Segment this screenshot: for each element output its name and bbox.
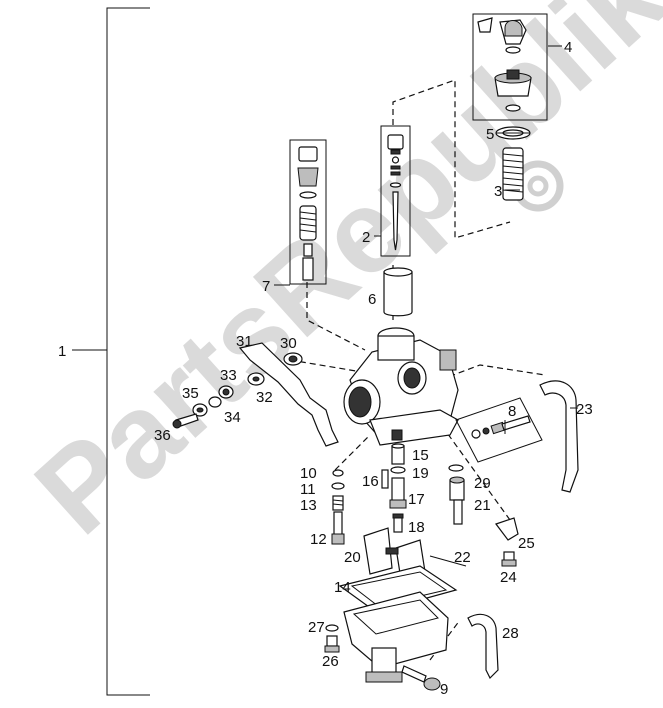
callout-22: 22 (454, 549, 471, 566)
slide-assembly (297, 146, 319, 281)
callout-15: 15 (412, 447, 429, 464)
needle-assembly-frame (380, 125, 411, 257)
jet-18 (392, 513, 404, 533)
slide-assembly-frame (289, 139, 327, 285)
guide-line-slide (306, 282, 366, 351)
callout-10: 10 (300, 465, 317, 482)
callout-36: 36 (154, 427, 171, 444)
carburetor-body (343, 327, 459, 446)
callout-6: 6 (368, 291, 376, 308)
callout-13: 13 (300, 497, 317, 514)
screw-26 (324, 635, 340, 653)
callout-18: 18 (408, 519, 425, 536)
washer-35 (192, 403, 208, 417)
callout-32: 32 (256, 389, 273, 406)
callout-35: 35 (182, 385, 199, 402)
callout-12: 12 (310, 531, 327, 548)
screw-36 (172, 413, 199, 429)
oring-29 (448, 464, 464, 472)
callout-17: 17 (408, 491, 425, 508)
leader-lines (274, 45, 578, 434)
callout-21: 21 (474, 497, 491, 514)
callout-27: 27 (308, 619, 325, 636)
guide-line-top (392, 79, 511, 239)
washer-32 (247, 372, 265, 386)
oring-10 (332, 469, 344, 477)
guide-line-screw (334, 434, 371, 471)
callout-25: 25 (518, 535, 535, 552)
choke-lever (238, 342, 339, 447)
washer-27 (325, 624, 339, 632)
washer-11 (331, 482, 345, 490)
drain-hose-28 (467, 613, 499, 680)
callout-1: 1 (58, 343, 66, 360)
callout-labels: 1 2 3 4 5 6 7 8 9 10 11 12 13 14 15 16 1… (58, 39, 593, 698)
spring-13 (332, 495, 344, 511)
callout-3: 3 (494, 183, 502, 200)
callout-11: 11 (300, 481, 316, 498)
guide-line-left (289, 359, 381, 376)
valve-21 (449, 476, 465, 525)
nut-33 (218, 385, 234, 399)
throttle-spring (502, 147, 524, 201)
jet-needle (387, 134, 404, 251)
callout-8: 8 (508, 403, 516, 420)
callout-24: 24 (500, 569, 517, 586)
callout-26: 26 (322, 653, 339, 670)
pin-22 (429, 555, 467, 567)
cap-assembly (477, 17, 532, 112)
bracket-25 (495, 517, 519, 541)
callout-7: 7 (262, 278, 270, 295)
callout-29: 29 (474, 475, 491, 492)
assembly-bracket (106, 7, 150, 696)
guide-line-low (444, 429, 511, 521)
jet-17 (389, 477, 407, 509)
callout-9: 9 (440, 681, 448, 698)
callout-30: 30 (280, 335, 297, 352)
jet-16 (381, 469, 389, 489)
callout-4: 4 (564, 39, 572, 56)
idle-screw-frame (455, 397, 543, 463)
callout-34: 34 (224, 409, 241, 426)
callout-20: 20 (344, 549, 361, 566)
callout-31: 31 (236, 333, 253, 350)
float-bowl (343, 591, 449, 683)
callout-5: 5 (486, 126, 494, 143)
callout-2: 2 (362, 229, 370, 246)
vent-hose-23 (539, 380, 579, 493)
cap-assembly-frame (472, 13, 548, 121)
callout-23: 23 (576, 401, 593, 418)
gasket-14 (338, 565, 458, 613)
callout-33: 33 (220, 367, 237, 384)
callout-16: 16 (362, 473, 379, 490)
screw-12 (331, 511, 345, 545)
tube-15 (391, 443, 405, 465)
callout-28: 28 (502, 625, 519, 642)
drain-screw-9 (401, 665, 441, 691)
idle-screw (471, 415, 531, 439)
washer-30 (283, 352, 303, 366)
callout-14: 14 (334, 579, 351, 596)
sleeve-tube (383, 267, 413, 317)
oring-19 (390, 466, 406, 474)
screw-24 (501, 551, 517, 567)
washer-34 (208, 396, 222, 408)
callout-19: 19 (412, 465, 429, 482)
